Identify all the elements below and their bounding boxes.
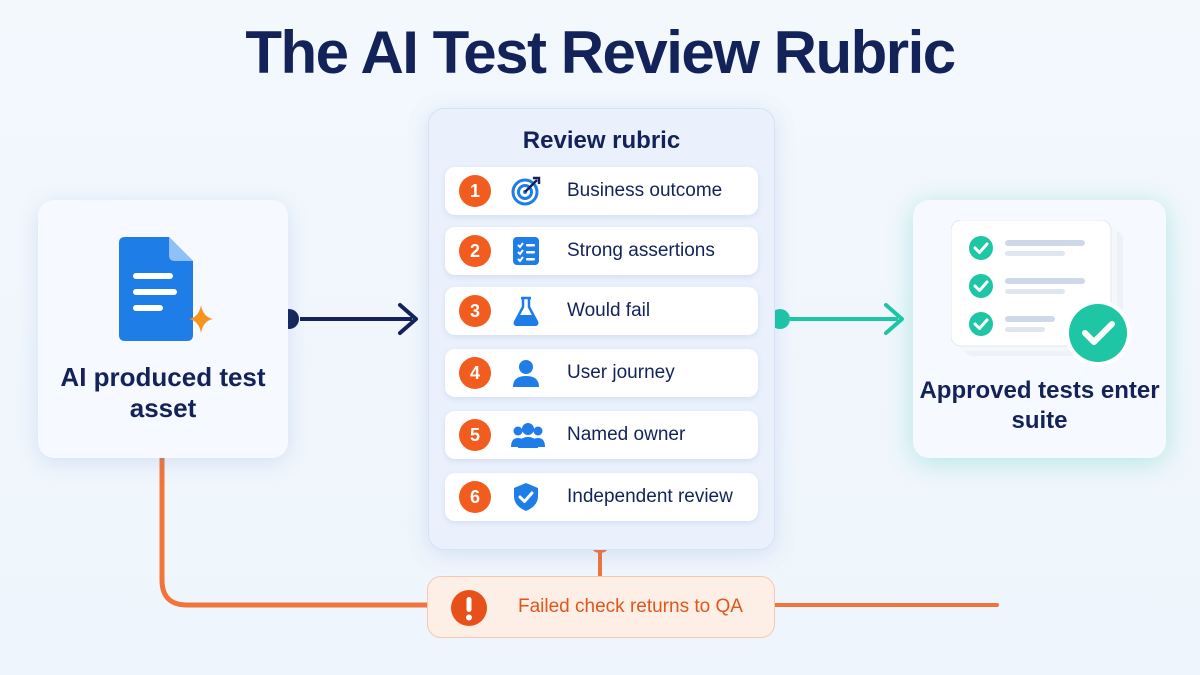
rubric-item-user-journey: 4 User journey — [445, 349, 758, 397]
failed-check-label: Failed check returns to QA — [518, 596, 743, 617]
input-to-rubric-arrow — [279, 303, 418, 335]
rubric-item-business-outcome: 1 Business outcome — [445, 167, 758, 215]
rubric-item-label: Named owner — [567, 424, 686, 445]
alert-icon — [450, 589, 488, 632]
sparkle-document-icon — [113, 235, 213, 350]
rubric-item-label: Strong assertions — [567, 240, 715, 261]
rubric-item-label: User journey — [567, 362, 675, 383]
rubric-to-output-arrow — [770, 303, 904, 335]
target-icon — [511, 176, 541, 206]
rubric-title: Review rubric — [522, 127, 681, 154]
page-title: The AI Test Review Rubric — [245, 19, 956, 86]
checklist-icon — [511, 236, 541, 266]
step-badge: 3 — [459, 295, 491, 327]
output-label: Approved tests enter suite — [919, 377, 1160, 434]
team-icon — [511, 420, 545, 450]
step-badge: 5 — [459, 419, 491, 451]
failed-check-callout: Failed check returns to QA — [427, 576, 775, 638]
review-rubric-panel: Review rubric 1 Business outcome 2 — [428, 108, 775, 550]
rubric-item-would-fail: 3 Would fail — [445, 287, 758, 335]
input-label: AI produced test asset — [60, 362, 266, 423]
approved-checklist-icon — [950, 219, 1141, 375]
rubric-item-label: Would fail — [567, 300, 651, 321]
shield-check-icon — [511, 482, 541, 512]
step-badge: 1 — [459, 175, 491, 207]
rubric-item-independent-review: 6 Independent review — [445, 473, 758, 521]
rubric-item-strong-assertions: 2 Strong assertions — [445, 227, 758, 275]
rubric-item-label: Business outcome — [567, 180, 723, 201]
user-icon — [511, 358, 541, 388]
output-card: Approved tests enter suite — [913, 200, 1166, 458]
rubric-item-named-owner: 5 Named owner — [445, 411, 758, 459]
step-badge: 4 — [459, 357, 491, 389]
rubric-item-label: Independent review — [567, 486, 733, 507]
flask-icon — [511, 296, 541, 327]
step-badge: 2 — [459, 235, 491, 267]
input-card: AI produced test asset — [38, 200, 288, 458]
step-badge: 6 — [459, 481, 491, 513]
